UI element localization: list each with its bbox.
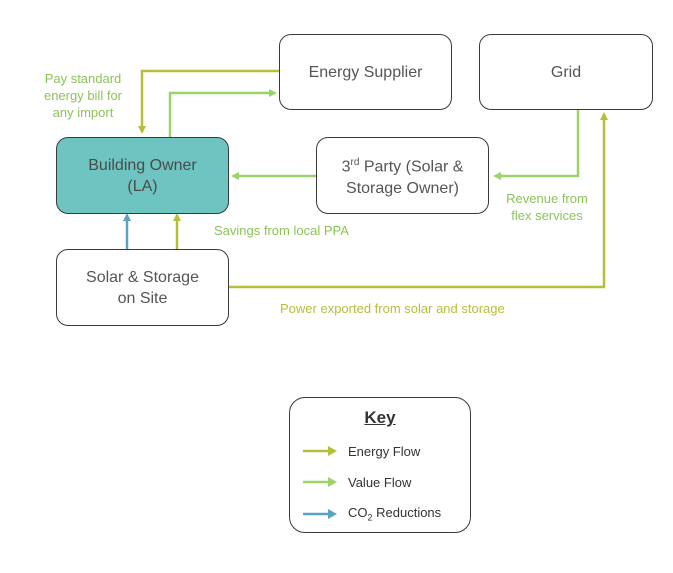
revenue-label-line1: Revenue from bbox=[506, 191, 588, 206]
value-flow-owner-to-supplier bbox=[168, 89, 277, 137]
third-party-node: 3rd Party (Solar & Storage Owner) bbox=[316, 137, 489, 214]
building-owner-label-line1: Building Owner bbox=[88, 156, 197, 174]
pay-bill-label-line1: Pay standard bbox=[44, 71, 122, 86]
co2-label-subscript: 2 bbox=[367, 512, 373, 523]
revenue-label-line2: flex services bbox=[511, 208, 583, 223]
solar-storage-label-line2: on Site bbox=[117, 289, 168, 307]
solar-storage-label-line1: Solar & Storage bbox=[86, 268, 199, 286]
co2-reduction-arrow-icon bbox=[303, 509, 337, 519]
third-party-label-rest: Party (Solar & bbox=[359, 158, 464, 176]
third-party-ordinal: 3 bbox=[341, 158, 351, 176]
grid-label: Grid bbox=[550, 63, 582, 81]
key-item-energy-flow: Energy Flow bbox=[302, 441, 420, 461]
co2-label-suffix: Reductions bbox=[372, 505, 442, 521]
key-title: Key bbox=[364, 408, 396, 427]
third-party-label-line1: 3rd Party (Solar & bbox=[342, 152, 464, 177]
savings-label: Savings from local PPA bbox=[214, 223, 349, 238]
key-item-value-flow: Value Flow bbox=[302, 472, 411, 492]
key-item-co2-reductions-label: CO2 Reductions bbox=[348, 505, 441, 523]
revenue-label: Revenue from flex services bbox=[497, 190, 597, 224]
third-party-label-line2: Storage Owner) bbox=[346, 179, 459, 197]
pay-bill-label: Pay standard energy bill for any import bbox=[30, 70, 136, 121]
energy-supplier-node: Energy Supplier bbox=[279, 34, 452, 110]
key-legend: Key Energy Flow Value Flow CO2 Reduction… bbox=[289, 397, 471, 533]
value-flow-arrow-icon bbox=[303, 477, 337, 487]
energy-supplier-label: Energy Supplier bbox=[308, 63, 423, 81]
building-owner-label-line2: (LA) bbox=[127, 177, 158, 195]
key-item-energy-flow-label: Energy Flow bbox=[348, 443, 421, 459]
third-party-ordinal-suffix: rd bbox=[350, 157, 360, 169]
co2-label-prefix: CO bbox=[348, 505, 368, 521]
solar-storage-node: Solar & Storage on Site bbox=[56, 249, 229, 326]
grid-node: Grid bbox=[479, 34, 653, 110]
key-item-value-flow-label: Value Flow bbox=[348, 474, 412, 490]
power-exported-label: Power exported from solar and storage bbox=[280, 301, 505, 316]
energy-flow-solar-to-grid bbox=[229, 112, 608, 289]
value-flow-grid-to-third-party bbox=[493, 110, 580, 180]
key-item-co2-reductions: CO2 Reductions bbox=[302, 504, 441, 524]
energy-flow-arrow-icon bbox=[303, 446, 337, 456]
pay-bill-label-line2: energy bill for bbox=[43, 88, 123, 103]
pay-bill-label-line3: any import bbox=[52, 105, 114, 120]
energy-flow-supplier-to-owner bbox=[138, 69, 280, 134]
building-owner-node: Building Owner (LA) bbox=[56, 137, 229, 214]
